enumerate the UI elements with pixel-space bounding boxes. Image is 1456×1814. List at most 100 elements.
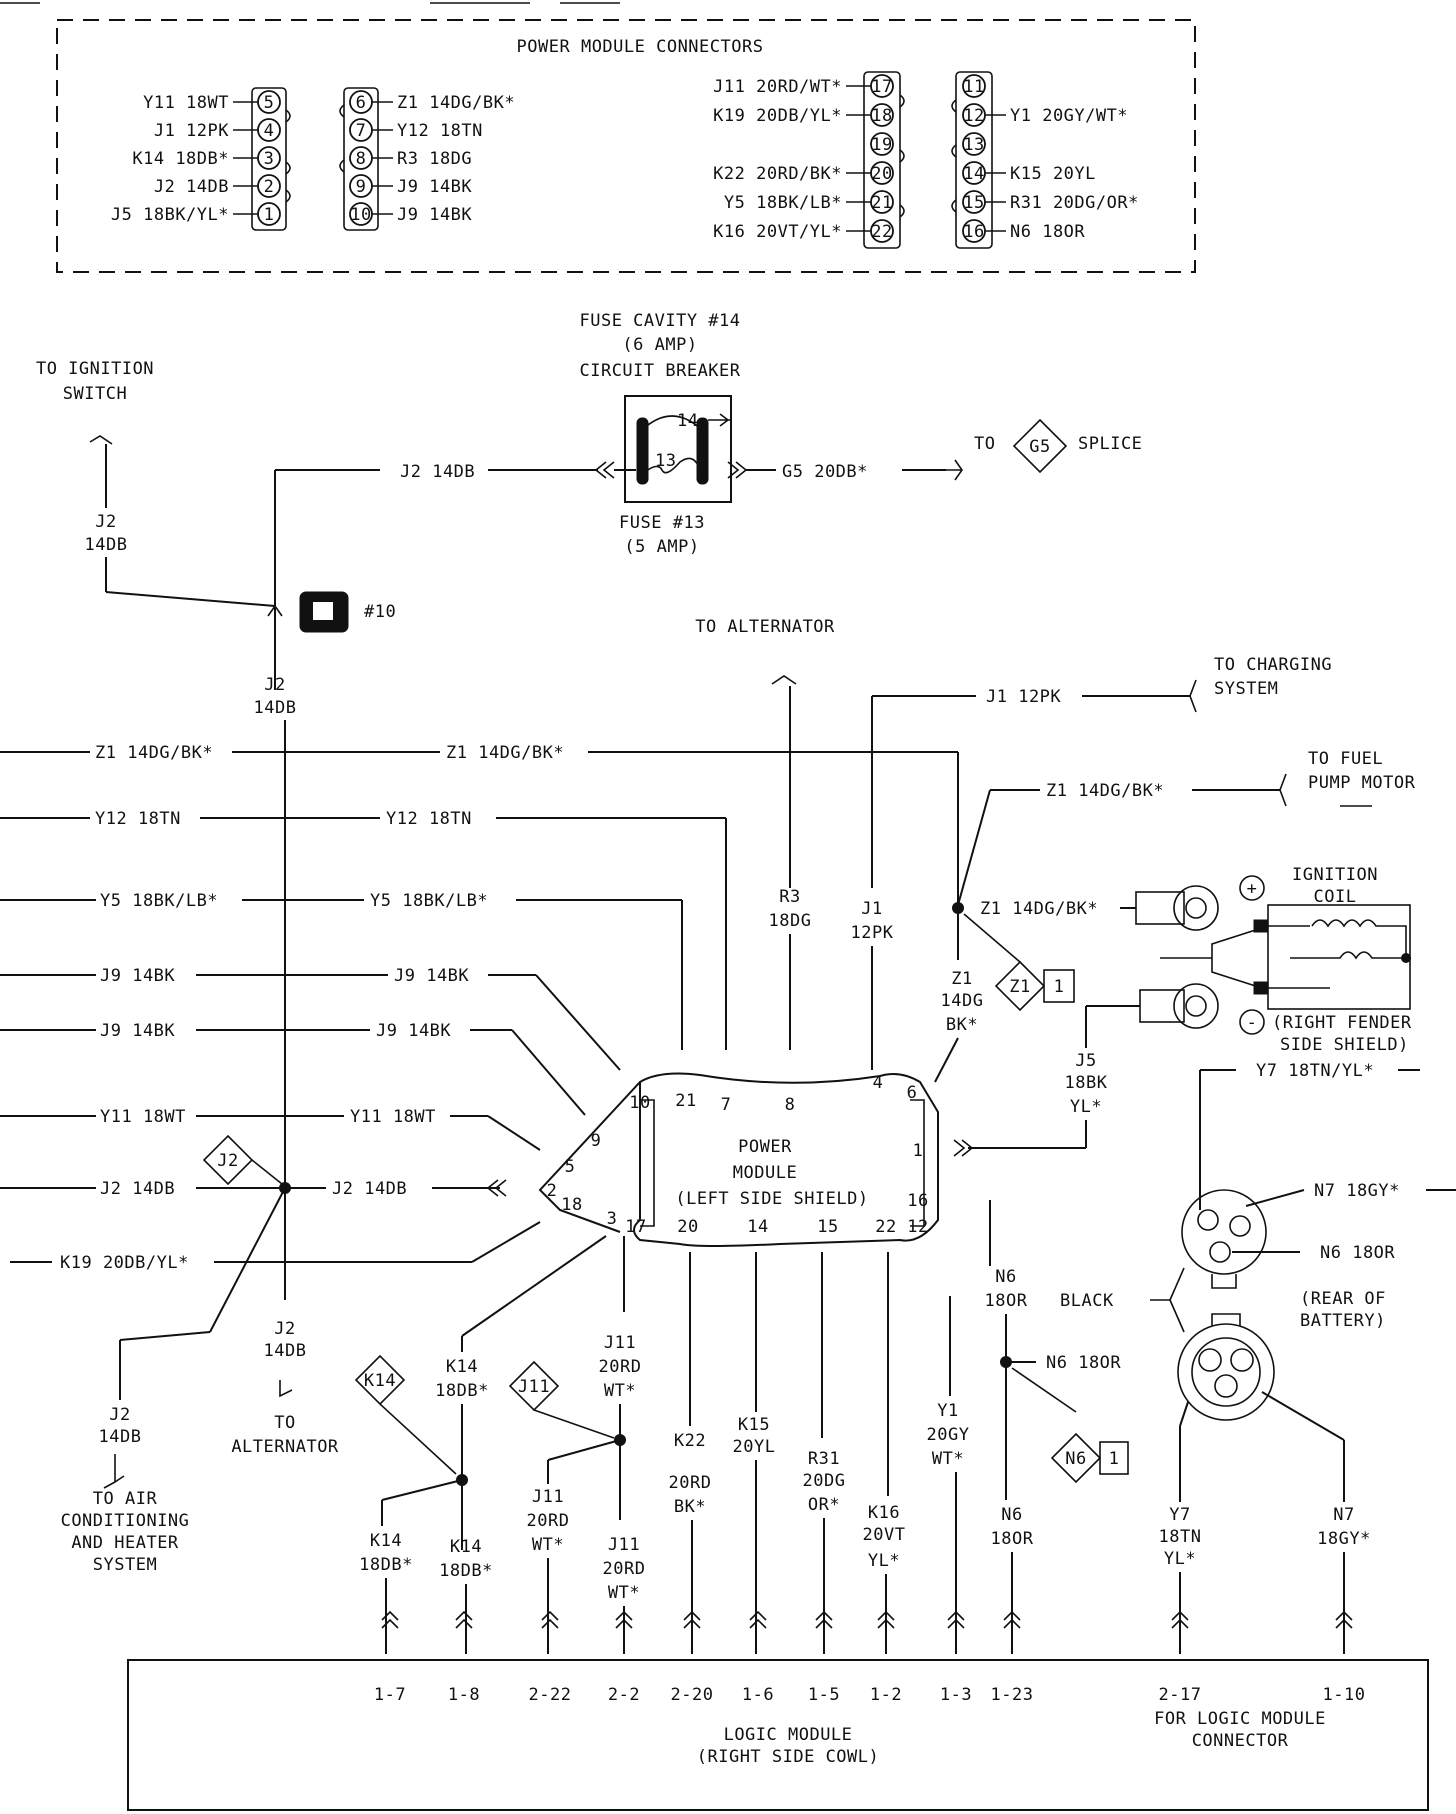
wire-n6-a: N6 [995,1267,1016,1287]
to-fuel-label-2: PUMP MOTOR [1308,773,1416,793]
wire-y11-mid: Y11 18WT [350,1107,436,1127]
wire-y7: Y7 [1169,1505,1190,1525]
wire-j11-color: WT* [604,1381,636,1401]
power-module-pin-20: 20 [677,1217,698,1237]
wire-n6-splice: N6 18OR [1046,1353,1121,1373]
connector-3-pin-21-num: 21 [871,193,892,213]
power-module-label-2: MODULE [733,1163,797,1183]
wire-k15: K15 [738,1415,770,1435]
wire-k16: K16 [868,1503,900,1523]
wire-j2-mid: J2 14DB [332,1179,407,1199]
power-module-pin-7: 7 [721,1095,732,1115]
connector-2-label-6: Z1 14DG/BK* [397,93,515,113]
power-module-label: POWER [738,1137,792,1157]
connector-3-label-18: K19 20DB/YL* [713,106,842,126]
wire-j1-top: J1 12PK [986,687,1061,707]
wire-j11-c-gauge: 20RD [603,1559,646,1579]
logic-pin-2-2: 2-2 [608,1685,640,1705]
logic-pin-2-17: 2-17 [1159,1685,1202,1705]
wire-k14-gauge: 18DB* [435,1381,489,1401]
wire-z1-v: Z1 [951,969,972,989]
wire-r3: R3 [779,887,800,907]
wire-g5-20db: G5 20DB* [782,462,868,482]
wire-z1-coil: Z1 14DG/BK* [980,899,1098,919]
logic-pin-connector-icon [615,1610,633,1629]
wire-j5: J5 [1075,1051,1096,1071]
power-module-pin-16: 16 [907,1191,928,1211]
to-ac-label: TO AIR [93,1489,158,1509]
wire-k14-c: K14 [450,1537,482,1557]
connector-1-pin-2-num: 2 [264,177,275,197]
power-module-pin-9: 9 [591,1131,602,1151]
wire-n7-gauge: 18GY* [1317,1529,1371,1549]
fuse13-rating: (5 AMP) [624,537,699,557]
wire-j11-c-color: WT* [608,1583,640,1603]
connector-3-label-20: K22 20RD/BK* [713,164,842,184]
connector-1-pin-5-num: 5 [264,93,275,113]
wire-y5-left: Y5 18BK/LB* [100,891,218,911]
logic-pin-connector-icon [1335,1610,1353,1629]
splice-j11-tag-label: J11 [518,1377,550,1397]
wire-j11-c: J11 [608,1535,640,1555]
connector-3-pin-22-num: 22 [871,222,892,242]
logic-pin-1-23: 1-23 [991,1685,1034,1705]
wire-y12-left: Y12 18TN [95,809,181,829]
to-charging-label: TO CHARGING [1214,655,1332,675]
connector-2-label-7: Y12 18TN [397,121,483,141]
splice-j2-tag [202,1134,254,1186]
wire-14db-label-b: 14DB [254,698,297,718]
wire-j9-mid-b: J9 14BK [376,1021,451,1041]
connector-1-pin-4-num: 4 [264,121,275,141]
wire-j11-b: J11 [532,1487,564,1507]
power-module-pin-22: 22 [875,1217,896,1237]
to-alternator-label: TO ALTERNATOR [695,617,835,637]
to-ignition-switch-label: TO IGNITION [36,359,154,379]
connector-3-label-21: Y5 18BK/LB* [724,193,842,213]
connector-1-pin-1-num: 1 [264,205,275,225]
wire-j11-gauge: 20RD [599,1357,642,1377]
connector-4-pin-11-num: 11 [963,77,984,97]
wire-n6-bat: N6 18OR [1320,1243,1395,1263]
wire-j2-label-b: J2 [264,675,285,695]
wire-k14-b-gauge: 18DB* [359,1555,413,1575]
wire-y5-mid: Y5 18BK/LB* [370,891,488,911]
connector-4-pin-16-num: 16 [963,222,984,242]
fuse13-label: FUSE #13 [619,513,705,533]
wire-j5-color: YL* [1070,1097,1102,1117]
connector-3-label-22: K16 20VT/YL* [713,222,842,242]
battery-connectors: Y7 18TN/YL* N7 18GY* N6 18OR BLACK (REAR… [1060,1061,1456,1654]
wire-r31-color: OR* [808,1495,840,1515]
wire-j11-b-gauge: 20RD [527,1511,570,1531]
logic-pin-connector-icon [947,1610,965,1629]
connector-1-label-5: Y11 18WT [143,93,229,113]
fuse-cavity-label: FUSE CAVITY #14 [579,311,740,331]
to-fuel-label: TO FUEL [1308,749,1383,769]
splice-j2-tag-label: J2 [217,1151,238,1171]
logic-pin-connector-icon [1171,1610,1189,1629]
logic-module-label: LOGIC MODULE [724,1725,853,1745]
circuit-breaker-label: CIRCUIT BREAKER [579,361,740,381]
wire-14db-label-a: 14DB [85,535,128,555]
wire-k19-left: K19 20DB/YL* [60,1253,189,1273]
connector-1-pin-3-num: 3 [264,149,275,169]
wire-k15-gauge: 20YL [733,1437,776,1457]
logic-pin-connector-icon [455,1610,473,1629]
wire-j5-gauge: 18BK [1065,1073,1108,1093]
to-alternator2-label-2: ALTERNATOR [231,1437,339,1457]
wire-n6-a-gauge: 18OR [985,1291,1028,1311]
wire-y1: Y1 [937,1401,958,1421]
wire-y7-gauge: 18TN [1159,1527,1202,1547]
splice-label: SPLICE [1078,434,1142,454]
connector-panel-border [56,19,1196,273]
wire-r31-gauge: 20DG [803,1471,846,1491]
ignition-feed: TO IGNITION SWITCH J2 14DB J2 14DB G5 20… [36,359,1142,1188]
splice-n6-tag-label: N6 [1065,1449,1086,1469]
connector-2-pin-9-num: 9 [356,177,367,197]
power-module-pin-21: 21 [675,1091,696,1111]
wire-n6-b-gauge: 18OR [991,1529,1034,1549]
wire-j2-ac-gauge: 14DB [99,1427,142,1447]
connector-4-pin-11 [962,74,986,98]
